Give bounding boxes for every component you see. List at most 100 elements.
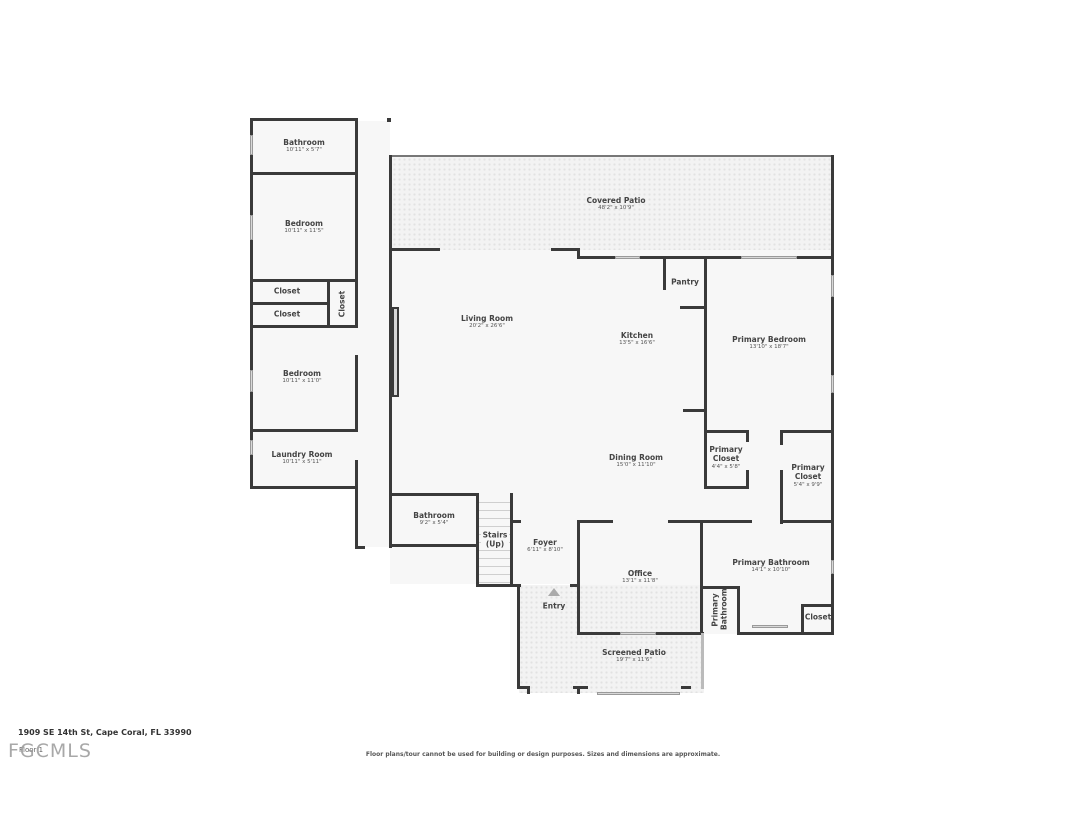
wall (703, 586, 739, 589)
room-label: Closet (273, 309, 301, 319)
window (250, 440, 253, 455)
window (250, 215, 253, 240)
wall (681, 686, 691, 689)
wall (392, 248, 440, 251)
property-address: 1909 SE 14th St, Cape Coral, FL 33990 (18, 728, 192, 737)
wall (355, 118, 358, 173)
wall (250, 279, 358, 282)
wall (573, 686, 588, 689)
hallway-floor (356, 121, 390, 547)
floor-label: Floor 1 (19, 746, 44, 754)
wall (355, 150, 358, 280)
wall (746, 470, 749, 488)
wall (780, 430, 783, 445)
wall (668, 520, 720, 523)
wall (517, 686, 529, 689)
window (620, 632, 656, 635)
wall (663, 258, 666, 290)
room-label: Stairs (Up) (481, 530, 509, 550)
wall (831, 155, 834, 635)
entry-arrow-icon (548, 588, 560, 596)
screened-patio-area (519, 585, 704, 693)
wall (355, 280, 358, 328)
wall (250, 172, 358, 175)
wall (511, 520, 521, 523)
wall (476, 584, 521, 587)
disclaimer-text: Floor plans/tour cannot be used for buil… (365, 751, 721, 758)
mls-watermark-logo: FGCMLS (8, 740, 92, 762)
wall (780, 520, 834, 523)
wall (683, 409, 705, 412)
wall (510, 493, 513, 586)
window (831, 560, 834, 574)
wall (701, 633, 704, 689)
room-label: Pantry (671, 277, 699, 287)
window (831, 275, 834, 297)
wall (355, 460, 358, 549)
wall (355, 546, 365, 549)
wall (527, 686, 530, 694)
wall (517, 585, 520, 689)
window (250, 370, 253, 392)
wall (577, 248, 580, 258)
wall (704, 430, 749, 433)
wall (704, 486, 749, 489)
window (831, 375, 834, 393)
room-label: Closet (273, 286, 301, 296)
window (597, 692, 680, 695)
window (741, 256, 797, 259)
wall (801, 604, 804, 635)
window (752, 625, 788, 628)
wall (387, 118, 391, 122)
wall (250, 118, 358, 121)
wall (704, 258, 707, 488)
wall (577, 520, 613, 523)
wall (250, 486, 358, 489)
wall (570, 584, 578, 587)
wall (746, 430, 749, 442)
wall (577, 256, 834, 259)
fireplace (392, 307, 399, 397)
primary-bath-floor (703, 522, 834, 634)
wall (250, 302, 330, 305)
wall (551, 248, 579, 251)
main-floor (392, 250, 832, 522)
wall (737, 632, 834, 635)
window (250, 135, 253, 155)
room-label: Closet (804, 612, 832, 622)
wall (577, 520, 580, 635)
window (615, 256, 640, 259)
room-label: Entry (542, 601, 566, 611)
wall (801, 604, 834, 607)
wall (327, 279, 330, 327)
wall (700, 522, 703, 635)
wall (250, 325, 358, 328)
wall (389, 155, 392, 548)
wall (718, 520, 752, 523)
wall (389, 544, 479, 547)
wall (392, 155, 832, 157)
wall (389, 493, 479, 496)
wall (780, 430, 834, 433)
covered-patio-area (392, 157, 832, 257)
wall (355, 355, 358, 430)
room-label: Primary Bathroom (710, 588, 729, 630)
wall (250, 429, 358, 432)
wall (737, 586, 740, 634)
wall (577, 686, 580, 694)
